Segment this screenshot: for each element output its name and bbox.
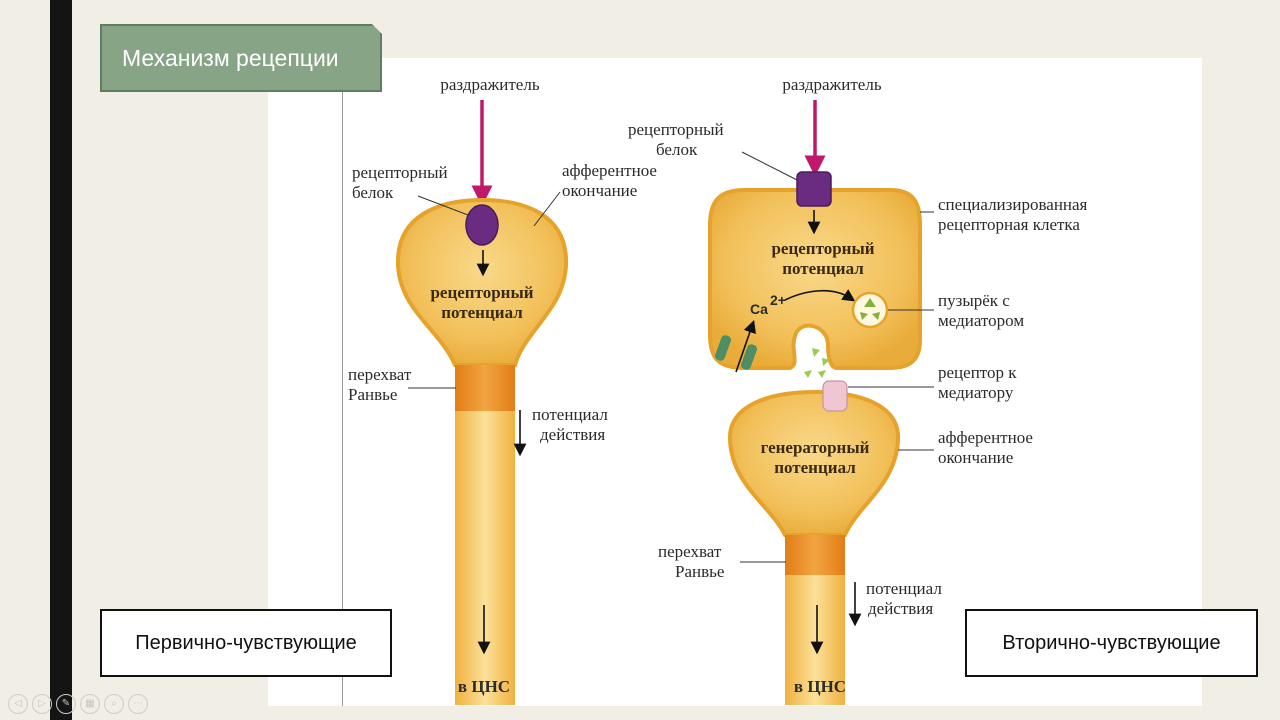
receptor-potential-label-1: рецепторный xyxy=(430,283,533,302)
vesicle xyxy=(851,291,889,329)
afferent-ending-bulb xyxy=(727,389,901,537)
action-potential-label-2: действия xyxy=(540,425,605,444)
afferent-ending-label-2: окончание xyxy=(562,181,637,200)
figure-panel xyxy=(268,58,1202,706)
receptor-protein-label-2: белок xyxy=(656,140,698,159)
receptor-potential-label-1: рецепторный xyxy=(771,239,874,258)
primary-receptor-figure: раздражитель рецепторный белок афферентн… xyxy=(348,75,657,705)
prev-icon[interactable]: ◁ xyxy=(8,694,28,714)
receptor-protein-label-2: белок xyxy=(352,183,394,202)
action-potential-label-2: действия xyxy=(868,599,933,618)
vertical-divider xyxy=(342,58,343,706)
afferent-ending-bulb xyxy=(395,197,569,367)
generator-potential-label-1: генераторный xyxy=(761,438,870,457)
mediator-receptor xyxy=(822,380,848,412)
calcium-channel xyxy=(740,344,758,370)
ranvier-label-2: Ранвье xyxy=(348,385,397,404)
ranvier-node xyxy=(785,535,845,575)
afferent-ending-label-1: афферентное xyxy=(562,161,657,180)
leader-line xyxy=(533,191,561,227)
secondary-receptor-figure: раздражитель рецепторный белок специализ… xyxy=(628,75,1088,705)
mediator-receptor-label-2: медиатору xyxy=(938,383,1014,402)
slide-title: Механизм рецепции xyxy=(100,24,382,92)
vesicle-label-1: пузырёк с xyxy=(938,291,1010,310)
left-edge-bar xyxy=(50,0,72,720)
to-cns-label: в ЦНС xyxy=(794,677,846,696)
ranvier-label-1: перехват xyxy=(658,542,722,561)
primary-caption: Первично-чувствующие xyxy=(100,609,392,677)
next-icon[interactable]: ▷ xyxy=(32,694,52,714)
calcium-channel xyxy=(714,335,732,361)
receptor-protein-label-1: рецепторный xyxy=(628,120,724,139)
specialized-receptor-cell xyxy=(708,188,922,370)
afferent-ending-label-2: окончание xyxy=(938,448,1013,467)
generator-potential-label-2: потенциал xyxy=(774,458,856,477)
mediator-molecules xyxy=(860,298,880,320)
vesicle-label-2: медиатором xyxy=(938,311,1024,330)
pen-icon[interactable]: ✎ xyxy=(56,694,76,714)
action-potential-label-1: потенциал xyxy=(532,405,608,424)
ranvier-node xyxy=(455,365,515,411)
leader-line xyxy=(417,195,469,216)
action-potential-label-1: потенциал xyxy=(866,579,942,598)
released-mediator xyxy=(804,348,830,378)
calcium-influx-arrow xyxy=(735,319,756,373)
receptor-potential-label-2: потенциал xyxy=(782,259,864,278)
stimulus-label: раздражитель xyxy=(440,75,539,94)
leader-line xyxy=(741,151,798,181)
ranvier-label-2: Ранвье xyxy=(675,562,724,581)
slideshow-nav: ◁ ▷ ✎ ▦ ⌕ ⋯ xyxy=(8,694,148,714)
secondary-caption: Вторично-чувствующие xyxy=(965,609,1258,677)
calcium-arrow xyxy=(784,289,856,302)
more-icon[interactable]: ⋯ xyxy=(128,694,148,714)
receptor-protein-label-1: рецепторный xyxy=(352,163,448,182)
to-cns-label: в ЦНС xyxy=(458,677,510,696)
specialized-cell-label-2: рецепторная клетка xyxy=(938,215,1080,234)
grid-icon[interactable]: ▦ xyxy=(80,694,100,714)
calcium-charge-label: 2+ xyxy=(770,292,786,308)
receptor-protein xyxy=(796,171,832,207)
specialized-cell-label-1: специализированная xyxy=(938,195,1088,214)
ranvier-label-1: перехват xyxy=(348,365,412,384)
receptor-potential-label-2: потенциал xyxy=(441,303,523,322)
calcium-label: Ca xyxy=(750,301,768,317)
axon xyxy=(455,360,515,705)
zoom-icon[interactable]: ⌕ xyxy=(104,694,124,714)
afferent-ending-label-1: афферентное xyxy=(938,428,1033,447)
stimulus-label: раздражитель xyxy=(782,75,881,94)
receptor-protein xyxy=(465,204,499,246)
mediator-receptor-label-1: рецептор к xyxy=(938,363,1017,382)
